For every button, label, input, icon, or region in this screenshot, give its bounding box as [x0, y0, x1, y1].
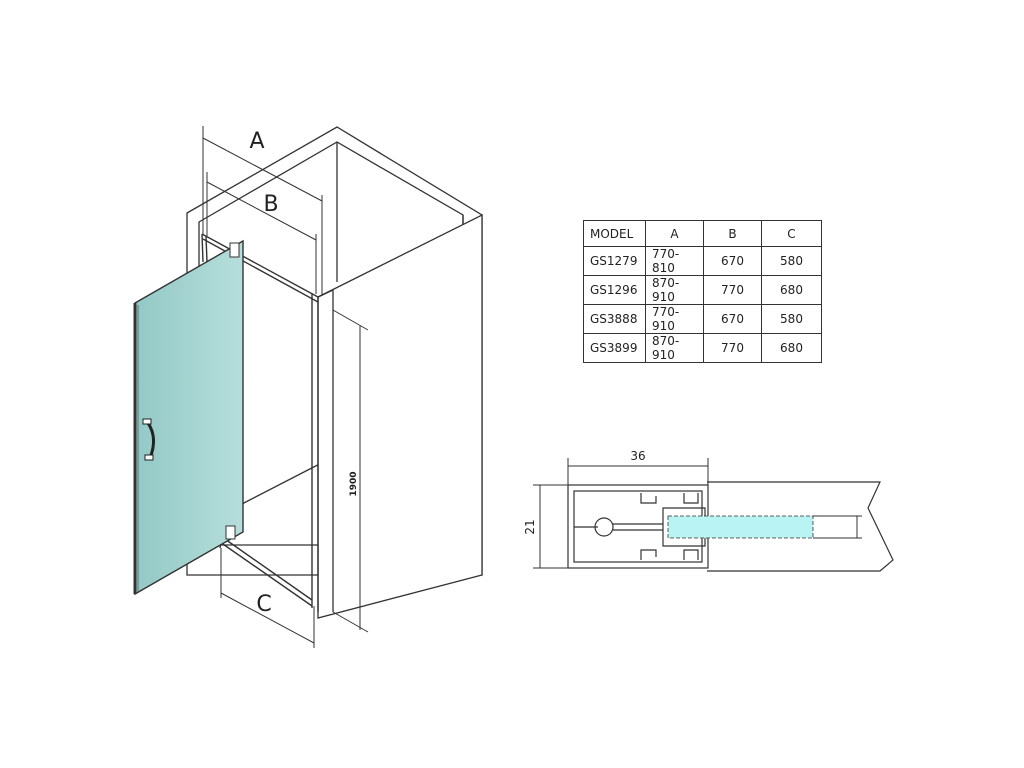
table-row: GS3899 870-910 770 680: [583, 333, 822, 363]
handle-cap-bottom: [144, 454, 154, 461]
table-cell: GS3899: [583, 333, 646, 363]
model-dimensions-table: MODEL A B C GS1279 770-810 670 580 GS129…: [583, 220, 822, 363]
table-header-row: MODEL A B C: [583, 220, 822, 247]
dimension-c-label: C: [256, 592, 271, 617]
handle-cap-top: [142, 418, 152, 425]
table-cell: 870-910: [645, 275, 704, 305]
table-cell: 770-910: [645, 304, 704, 334]
table-cell: 680: [761, 333, 822, 363]
door-frame: [201, 233, 319, 612]
glass-profile-insert: [667, 515, 814, 539]
table-header-cell: B: [703, 220, 762, 247]
table-cell: 770: [703, 333, 762, 363]
table-cell: 580: [761, 304, 822, 334]
profile-section: [567, 481, 894, 572]
dimension-lines: [202, 126, 369, 648]
table-cell: 670: [703, 304, 762, 334]
profile-width-label: 36: [630, 449, 645, 463]
table-cell: GS3888: [583, 304, 646, 334]
profile-depth-label: 21: [523, 519, 537, 534]
table-row: GS1296 870-910 770 680: [583, 275, 822, 305]
dimension-b-label: B: [263, 192, 278, 217]
table-cell: 670: [703, 246, 762, 276]
table-cell: GS1279: [583, 246, 646, 276]
table-row: GS1279 770-810 670 580: [583, 246, 822, 276]
table-header-cell: C: [761, 220, 822, 247]
dimension-height-label: 1900: [349, 471, 359, 496]
enclosure-walls: [186, 126, 483, 619]
table-header-cell: A: [645, 220, 704, 247]
table-header-cell: MODEL: [583, 220, 646, 247]
glass-door-panel: [133, 239, 244, 596]
table-row: GS3888 770-910 670 580: [583, 304, 822, 334]
table-cell: 770-810: [645, 246, 704, 276]
table-cell: GS1296: [583, 275, 646, 305]
table-cell: 680: [761, 275, 822, 305]
dimension-a-label: A: [249, 129, 264, 154]
table-cell: 580: [761, 246, 822, 276]
table-cell: 870-910: [645, 333, 704, 363]
profile-dimension-lines: [533, 458, 862, 569]
table-cell: 770: [703, 275, 762, 305]
